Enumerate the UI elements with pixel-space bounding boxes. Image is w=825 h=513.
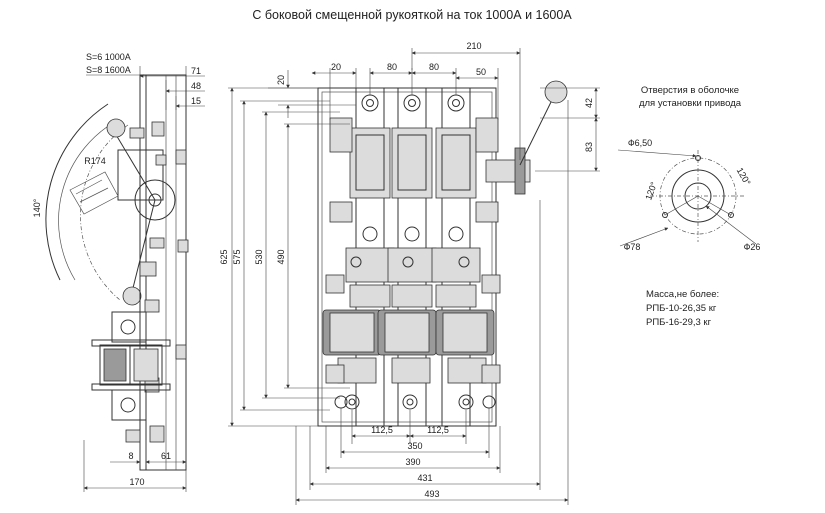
- dim-80-a: 80: [387, 62, 397, 72]
- dim-170: 170: [129, 477, 144, 487]
- holes-heading-line2: для установки привода: [639, 98, 742, 109]
- angle-120-left: 120°: [643, 180, 659, 201]
- pole-left: [322, 87, 395, 427]
- dim-390: 390: [405, 457, 420, 467]
- dia-6-50: Ф6,50: [628, 138, 652, 148]
- dim-61: 61: [161, 451, 171, 461]
- pole-middle: [377, 87, 437, 427]
- dim-490: 490: [276, 249, 286, 264]
- dim-15: 15: [191, 96, 201, 106]
- dim-50: 50: [476, 67, 486, 77]
- dim-575: 575: [232, 249, 242, 264]
- angle-120-right: 120°: [735, 166, 753, 187]
- mass-rpb-16: РПБ-16-29,3 кг: [646, 317, 712, 328]
- dim-42: 42: [584, 98, 594, 108]
- dim-112-5-a: 112,5: [371, 425, 393, 435]
- dim-625: 625: [219, 249, 229, 264]
- mass-note: Масса,не более: РПБ-10-26,35 кг РПБ-16-2…: [646, 289, 719, 328]
- dia-78: Ф78: [624, 242, 641, 252]
- mass-rpb-10: РПБ-10-26,35 кг: [646, 303, 717, 314]
- dim-8: 8: [128, 451, 133, 461]
- dim-71: 71: [191, 66, 201, 76]
- s-label-1000a: S=6 1000А: [86, 52, 131, 62]
- mounting-holes-detail: Отверстия в оболочке для установки приво…: [617, 85, 761, 252]
- dim-48: 48: [191, 81, 201, 91]
- s-label-1600a: S=8 1600А: [86, 65, 131, 75]
- side-view: S=6 1000А S=8 1600А 71 48 15 140° R174: [32, 52, 205, 492]
- dia-26: Ф26: [744, 242, 761, 252]
- dim-530: 530: [254, 249, 264, 264]
- mass-heading: Масса,не более:: [646, 289, 719, 300]
- pole-right: [431, 87, 495, 427]
- dim-20-top: 20: [331, 62, 341, 72]
- angle-140: 140°: [32, 198, 42, 217]
- front-view: 210 20 80 80 50 20 42 83: [219, 41, 600, 505]
- dim-431: 431: [417, 473, 432, 483]
- dim-210: 210: [466, 41, 481, 51]
- dim-493: 493: [424, 489, 439, 499]
- dim-20-vertical: 20: [276, 75, 286, 85]
- dim-112-5-b: 112,5: [427, 425, 449, 435]
- dim-83: 83: [584, 142, 594, 152]
- holes-heading-line1: Отверстия в оболочке: [641, 85, 739, 96]
- dim-350: 350: [407, 441, 422, 451]
- drawing-title: С боковой смещенной рукояткой на ток 100…: [252, 8, 572, 22]
- radius-r174: R174: [84, 156, 106, 166]
- dim-80-b: 80: [429, 62, 439, 72]
